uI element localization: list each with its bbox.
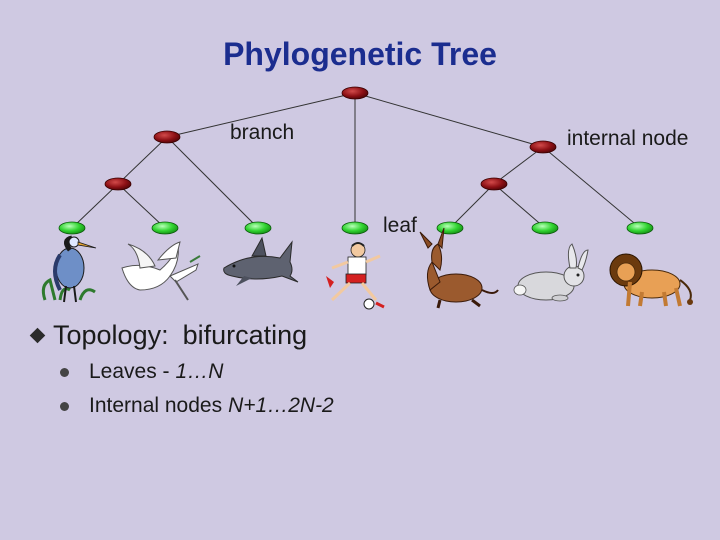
dot-bullet-icon (60, 401, 69, 411)
branch-line (354, 92, 544, 148)
dot-bullet-icon (60, 367, 69, 377)
leaves-label: Leaves - (89, 360, 170, 383)
leaf-node (151, 221, 179, 235)
branch-line (117, 183, 166, 229)
donkey-icon (419, 227, 499, 309)
root-node (341, 86, 369, 100)
leaf-node (436, 221, 464, 235)
leaf-node (626, 221, 654, 235)
branch-label: branch (230, 121, 295, 144)
slide-title: Phylogenetic Tree (223, 36, 497, 72)
internal-nodes-label: Internal nodes (89, 394, 223, 417)
internal-nodes-value: N+1…2N-2 (228, 394, 334, 417)
leaf-node (58, 221, 86, 235)
leaf-node (341, 221, 369, 235)
leaf-label: leaf (383, 214, 417, 237)
leaf-nodes (58, 221, 654, 235)
tree-branches (71, 92, 641, 229)
internal-node (529, 140, 557, 154)
diamond-bullet-icon (29, 327, 46, 344)
internal-node (480, 177, 508, 191)
rabbit-icon (513, 243, 589, 302)
branch-line (449, 183, 495, 229)
topology-label: Topology: (53, 320, 169, 350)
topology-value: bifurcating (182, 320, 308, 350)
lion-icon (609, 253, 693, 307)
seagull-icon (121, 241, 201, 301)
internal-nodes-bullet: Internal nodes N+1…2N-2 (60, 389, 334, 423)
shark-icon (223, 236, 299, 286)
leaves-value: 1…N (175, 360, 224, 383)
branch-line (542, 146, 641, 229)
heron-icon (41, 235, 97, 303)
branch-line (117, 136, 168, 185)
internal-node-label: internal node (567, 127, 689, 150)
branch-line (71, 183, 119, 229)
soccer-player-icon (326, 242, 385, 310)
branch-line (493, 183, 546, 229)
branch-line (166, 136, 259, 229)
leaf-node (531, 221, 559, 235)
topology-bullet: Topology: bifurcating (28, 320, 334, 351)
branch-line (166, 92, 356, 138)
internal-node (104, 177, 132, 191)
internal-node (153, 130, 181, 144)
branch-line (493, 146, 544, 185)
leaf-node (244, 221, 272, 235)
bullet-list: Topology: bifurcating Leaves - 1…N Inter… (28, 320, 334, 423)
internal-nodes (104, 86, 557, 191)
leaves-bullet: Leaves - 1…N (60, 355, 334, 389)
